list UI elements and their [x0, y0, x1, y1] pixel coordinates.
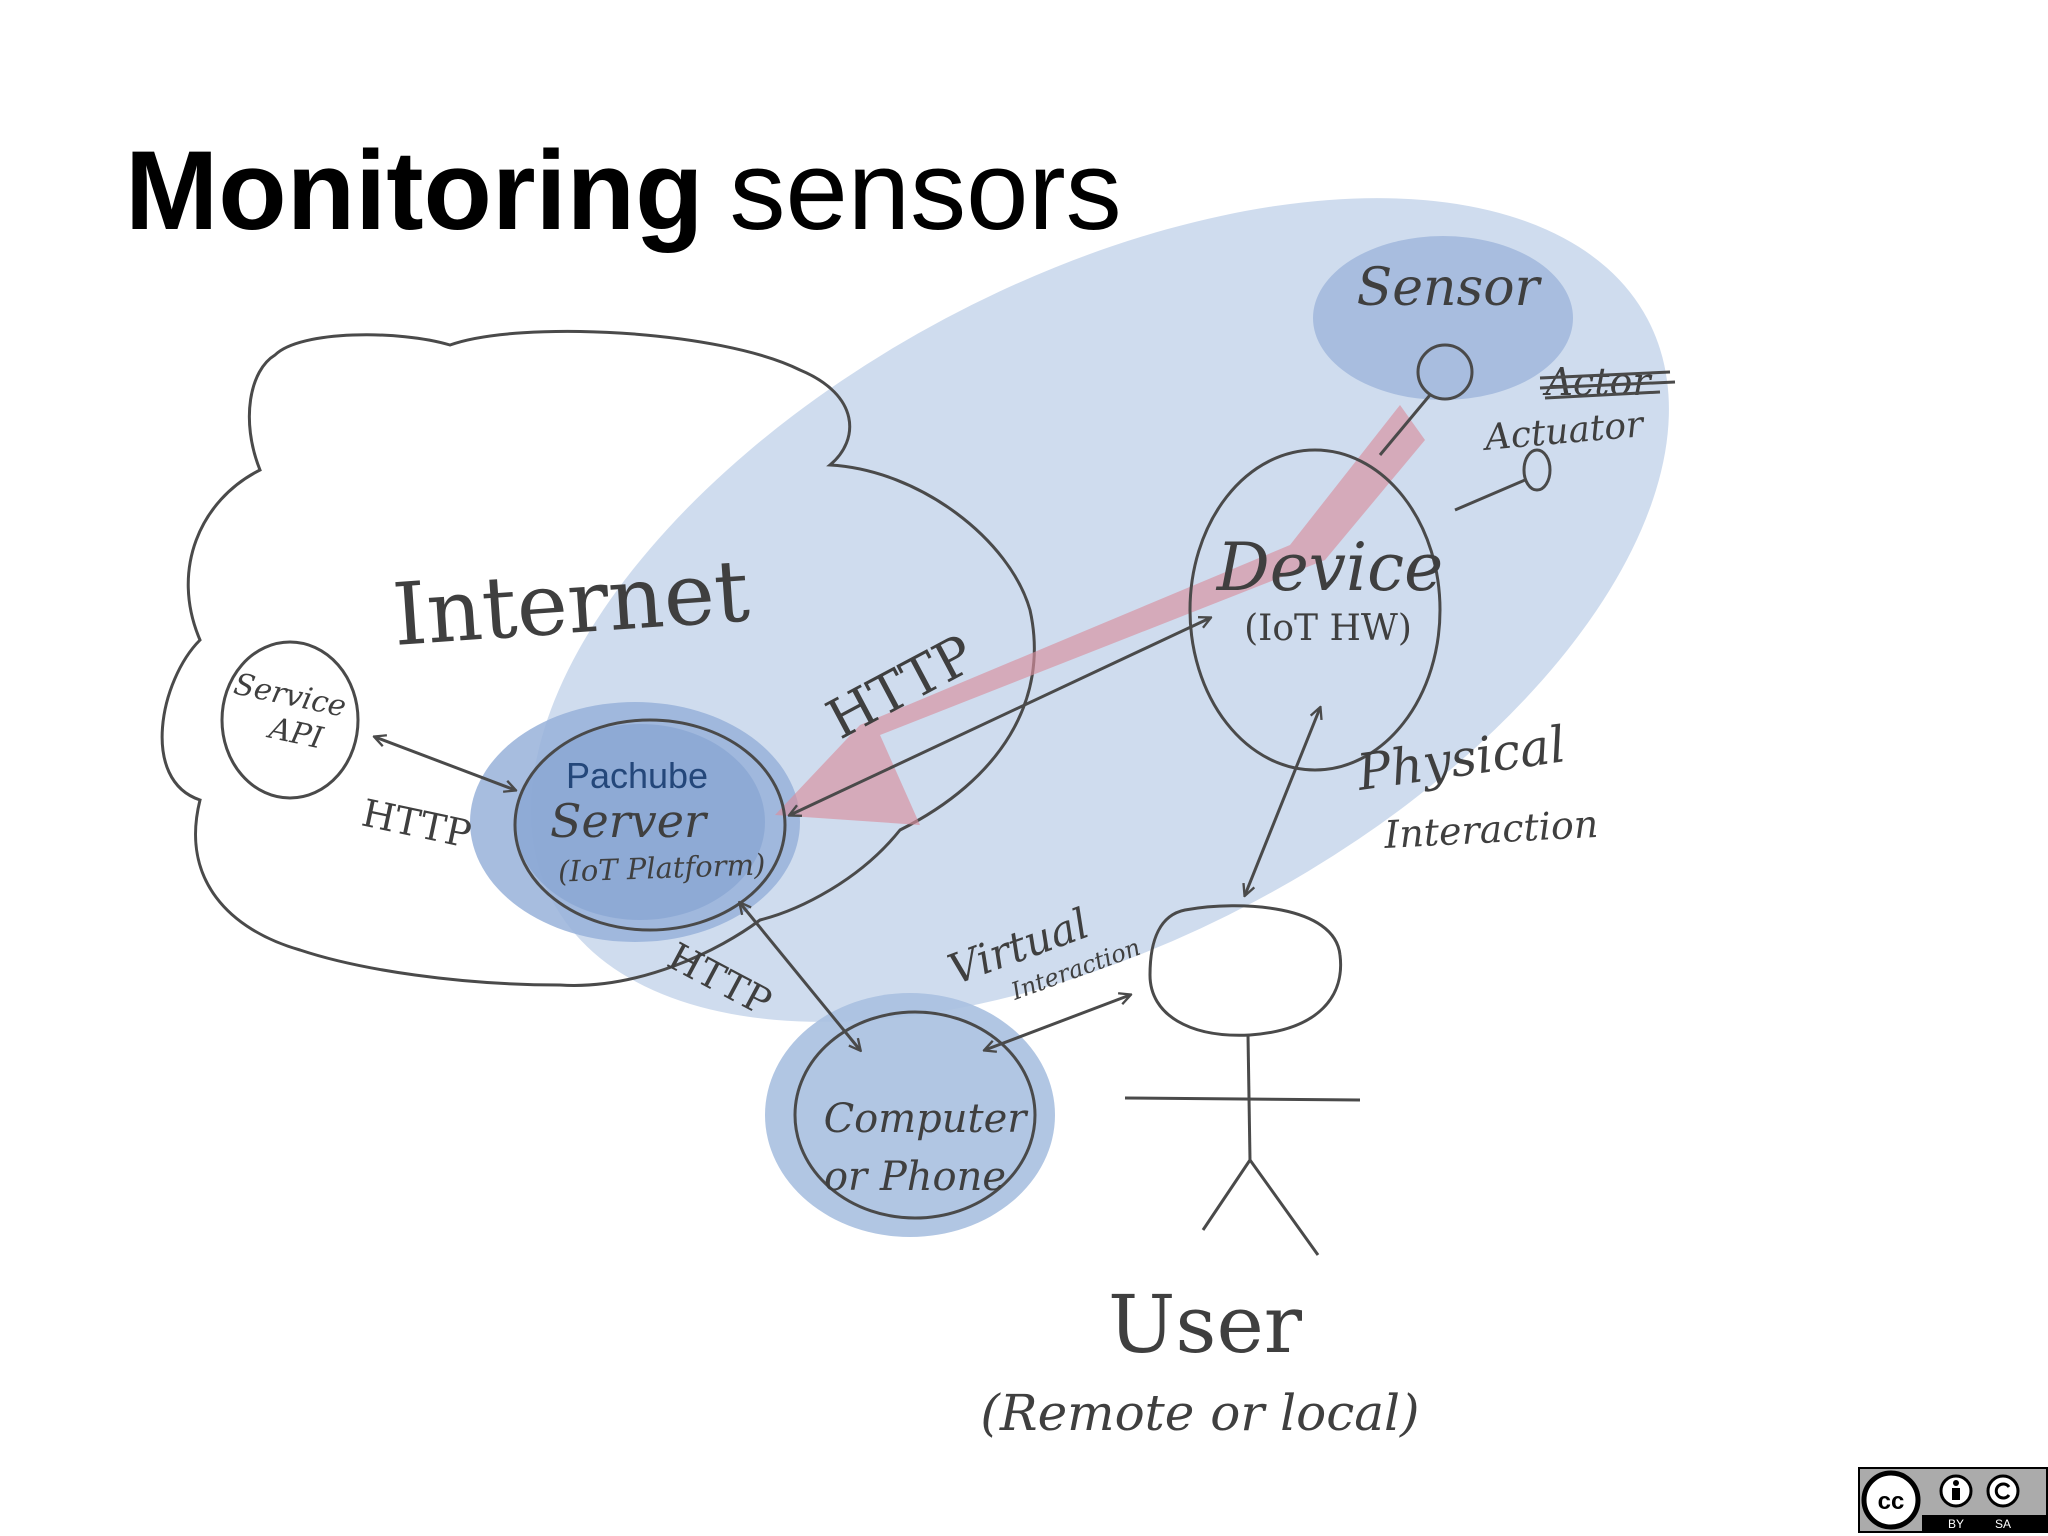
device-server-arrow [790, 618, 1210, 815]
user-sublabel: (Remote or local) [980, 1384, 1419, 1442]
server-label: Server [550, 794, 709, 848]
computer-label-1: Computer [824, 1096, 1030, 1142]
title-bold: Monitoring [125, 128, 704, 253]
pachube-label: Pachube [566, 755, 708, 796]
by-text: BY [1948, 1517, 1964, 1531]
sa-icon [1986, 1474, 2020, 1508]
cc-by-sa-badge: cc BY SA [1858, 1467, 2048, 1533]
internet-label: Internet [389, 541, 752, 666]
by-icon-body [1952, 1488, 1960, 1500]
sensor-highlight [1313, 236, 1573, 400]
cc-icon [1861, 1470, 1921, 1530]
user-legs [1201, 1159, 1320, 1256]
device-label: Device [1216, 529, 1443, 606]
server-sublabel: (IoT Platform) [557, 847, 765, 888]
device-user-arrow [1245, 708, 1320, 895]
service-api-circle [220, 640, 360, 800]
sensor-node [1416, 343, 1474, 401]
sa-icon-arrow [1994, 1482, 2011, 1500]
computer-label-2: or Phone [824, 1154, 1006, 1200]
actuator-stem [1454, 478, 1526, 512]
sensor-stem [1378, 394, 1432, 456]
device-sublabel: (IoT HW) [1244, 608, 1412, 649]
physical-label-2: Interaction [1382, 802, 1599, 857]
server-circle [513, 718, 787, 932]
computer-circle [793, 1010, 1037, 1220]
computer-highlight [765, 993, 1055, 1237]
user-arms [1124, 1096, 1361, 1102]
actuator-node [1522, 448, 1552, 492]
sensor-label: Sensor [1357, 258, 1543, 318]
cc-text: cc [1878, 1488, 1905, 1515]
by-icon-head [1953, 1480, 1959, 1486]
user-head [1148, 904, 1343, 1037]
http-api-label: HTTP [358, 791, 475, 857]
user-body [1246, 1034, 1252, 1161]
title-rest: sensors [729, 128, 1122, 253]
actor-strikethrough [1539, 370, 1676, 400]
server-computer-arrow [740, 903, 860, 1050]
computer-user-arrow [985, 995, 1130, 1050]
user-label: User [1108, 1278, 1303, 1371]
sa-text: SA [1995, 1517, 2011, 1531]
api-server-arrow [375, 737, 515, 790]
server-inner-highlight [515, 724, 765, 920]
